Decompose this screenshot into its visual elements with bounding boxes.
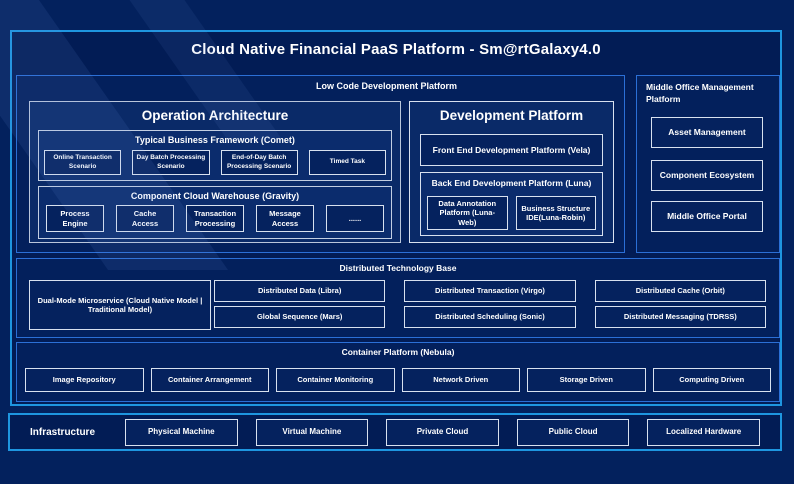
gravity-item: Message Access — [256, 205, 314, 232]
infrastructure-item: Localized Hardware — [647, 418, 760, 446]
back-end-item: Data Annotation Platform (Luna-Web) — [427, 196, 508, 230]
back-end-title: Back End Development Platform (Luna) — [431, 178, 592, 188]
operation-architecture-title: Operation Architecture — [141, 108, 289, 123]
container-item: Container Arrangement — [150, 368, 269, 392]
container-items-row: Image Repository Container Arrangement C… — [25, 368, 771, 392]
low-code-section-title: Low Code Development Platform — [315, 81, 458, 91]
gravity-item: Transaction Processing — [186, 205, 244, 232]
comet-item: Day Batch Processing Scenario — [132, 150, 210, 175]
distributed-technology-base-section: Distributed Technology Base Dual-Mode Mi… — [16, 258, 780, 338]
gravity-item: Cache Access — [116, 205, 174, 232]
distributed-item: Distributed Messaging (TDRSS) — [594, 306, 766, 328]
comet-item: End-of-Day Batch Processing Scenario — [220, 150, 298, 175]
platform-diagram: Cloud Native Financial PaaS Platform - S… — [10, 30, 782, 406]
infrastructure-item: Private Cloud — [386, 418, 499, 446]
infrastructure-items-row: Physical Machine Virtual Machine Private… — [125, 418, 760, 446]
back-end-development-platform-group: Back End Development Platform (Luna) Dat… — [420, 172, 603, 236]
typical-business-framework-group: Typical Business Framework (Comet) Onlin… — [38, 130, 392, 181]
comet-group-title: Typical Business Framework (Comet) — [135, 135, 295, 145]
distributed-item: Distributed Cache (Orbit) — [594, 280, 766, 302]
gravity-group-title: Component Cloud Warehouse (Gravity) — [130, 191, 300, 201]
component-cloud-warehouse-group: Component Cloud Warehouse (Gravity) Proc… — [38, 186, 392, 239]
distributed-items-grid: Distributed Data (Libra) Distributed Tra… — [214, 280, 766, 328]
container-item: Network Driven — [401, 368, 520, 392]
distributed-item: Distributed Transaction (Virgo) — [404, 280, 576, 302]
operation-architecture-panel: Operation Architecture Typical Business … — [29, 101, 401, 243]
development-platform-panel: Development Platform Front End Developme… — [409, 101, 614, 243]
gravity-items-row: Process Engine Cache Access Transaction … — [46, 205, 384, 232]
container-platform-title: Container Platform (Nebula) — [341, 347, 455, 357]
development-platform-title: Development Platform — [439, 108, 584, 123]
comet-item: Timed Task — [308, 150, 386, 175]
middle-office-title: Middle Office Management Platform — [646, 82, 754, 104]
infrastructure-item: Virtual Machine — [255, 418, 369, 446]
infrastructure-item: Public Cloud — [516, 418, 630, 446]
infrastructure-item: Physical Machine — [125, 418, 238, 446]
container-item: Storage Driven — [527, 368, 646, 392]
low-code-development-platform-section: Low Code Development Platform Operation … — [16, 75, 625, 253]
middle-office-item: Asset Management — [651, 117, 763, 148]
page-title: Cloud Native Financial PaaS Platform - S… — [191, 41, 601, 58]
container-platform-section: Container Platform (Nebula) Image Reposi… — [16, 342, 780, 402]
middle-office-management-platform-section: Middle Office Management Platform Asset … — [636, 75, 780, 253]
infrastructure-section: Infrastructure Physical Machine Virtual … — [8, 413, 782, 451]
comet-items-row: Online Transaction Scenario Day Batch Pr… — [44, 150, 386, 175]
container-item: Computing Driven — [652, 368, 771, 392]
front-end-development-platform-box: Front End Development Platform (Vela) — [420, 134, 603, 166]
distributed-item: Distributed Data (Libra) — [214, 280, 386, 302]
middle-office-item: Component Ecosystem — [651, 160, 763, 191]
distributed-item: Global Sequence (Mars) — [214, 306, 386, 328]
distributed-item: Distributed Scheduling (Sonic) — [404, 306, 576, 328]
back-end-item: Business Structure IDE(Luna-Robin) — [515, 196, 596, 230]
gravity-item: Process Engine — [46, 205, 104, 232]
back-end-items-row: Data Annotation Platform (Luna-Web) Busi… — [427, 196, 596, 230]
dual-mode-microservice-box: Dual-Mode Microservice (Cloud Native Mod… — [29, 280, 211, 330]
middle-office-item: Middle Office Portal — [651, 201, 763, 232]
distributed-title: Distributed Technology Base — [339, 263, 457, 273]
infrastructure-label: Infrastructure — [30, 426, 96, 438]
container-item: Image Repository — [25, 368, 144, 392]
gravity-item: ...... — [326, 205, 384, 232]
container-item: Container Monitoring — [276, 368, 395, 392]
comet-item: Online Transaction Scenario — [44, 150, 122, 175]
